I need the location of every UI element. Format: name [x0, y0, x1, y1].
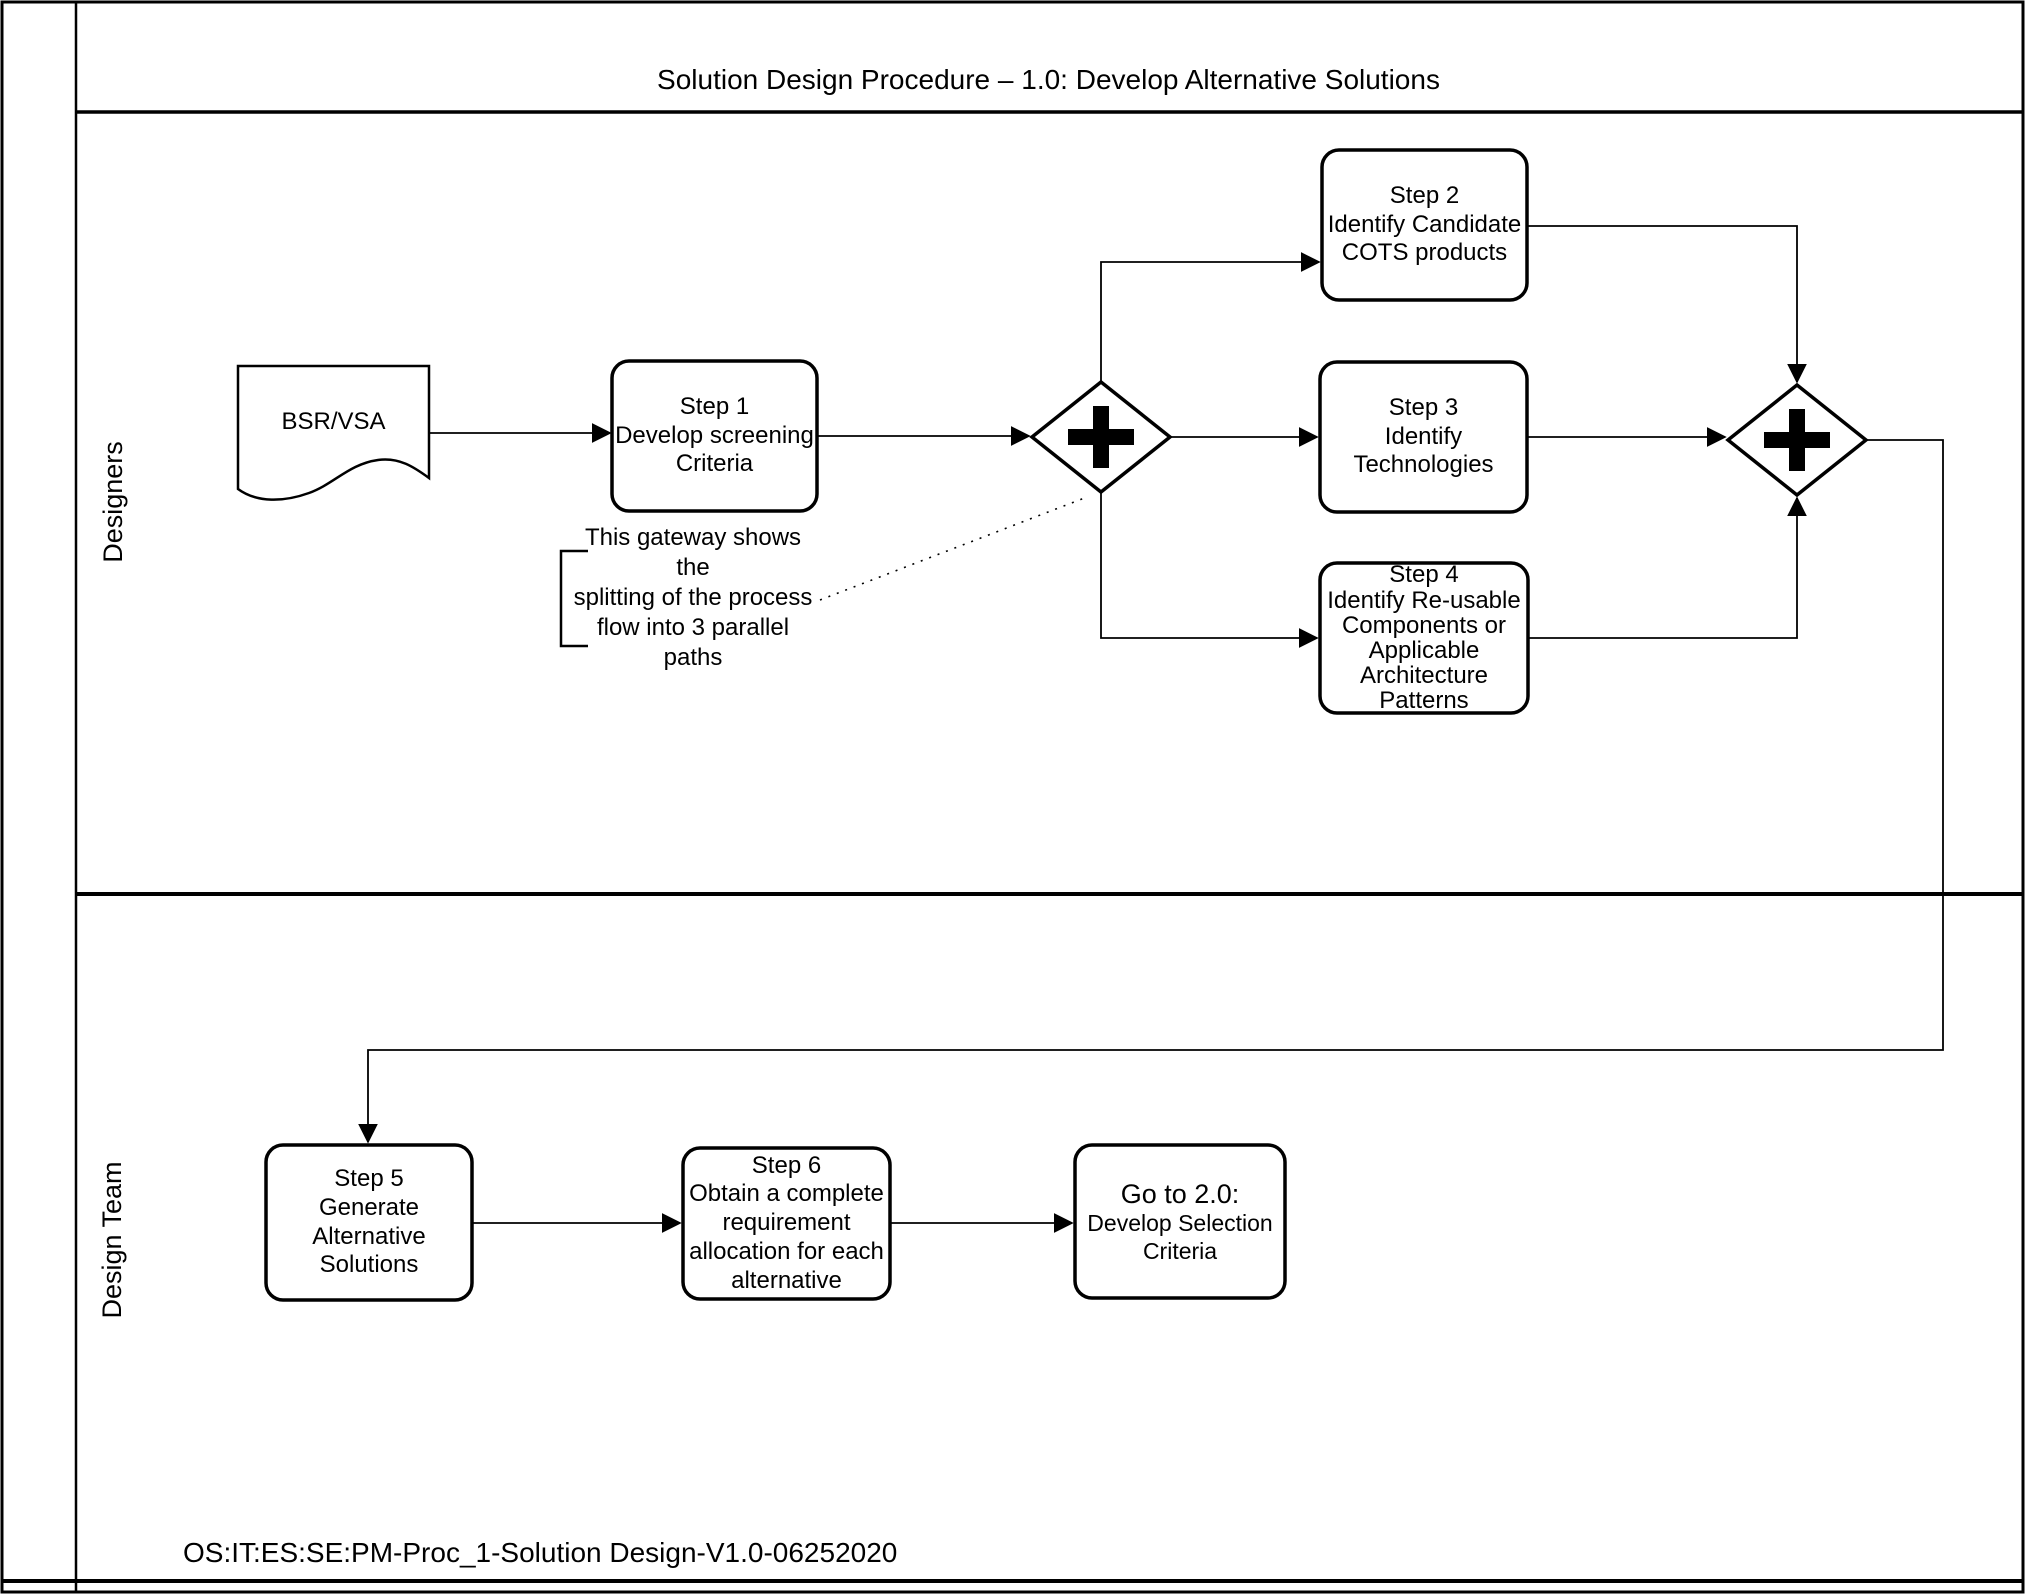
diagram-title: Solution Design Procedure – 1.0: Develop… [657, 64, 1440, 96]
task-step2-label: Step 2 Identify Candidate COTS products [1327, 181, 1522, 267]
task-step3-label: Step 3 Identify Technologies [1353, 393, 1494, 479]
annotation-association-line [819, 496, 1088, 601]
goto-2-0-text: Go to 2.0: Develop Selection Criteria [1083, 1178, 1277, 1266]
flow-step4-to-gateway2 [1527, 496, 1807, 639]
task-step5-label: Step 5 Generate Alternative Solutions [312, 1164, 426, 1279]
lane-label-designers: Designers [97, 441, 128, 563]
plus-icon [1068, 406, 1134, 468]
footer-document-id: OS:IT:ES:SE:PM-Proc_1-Solution Design-V1… [183, 1537, 898, 1568]
task-box-goto-2-0 [1073, 1143, 1287, 1300]
task-step6-label: Step 6 Obtain a complete requirement all… [689, 1151, 884, 1294]
task-step4-label: Step 4 Identify Re-usable Components or … [1327, 561, 1521, 715]
flow-gateway1-to-step2 [1100, 252, 1321, 382]
task-goto-2-0-label: Go to 2.0: Develop Selection Criteria [1083, 1145, 1277, 1298]
annotation-bracket [559, 549, 588, 648]
document-shape-bsr-vsa [236, 364, 431, 501]
flow-step2-to-gateway2 [1527, 225, 1807, 384]
plus-icon [1764, 409, 1830, 471]
flow-gateway1-to-step4 [1100, 492, 1319, 648]
annotation-text: This gateway shows the splitting of the … [573, 524, 813, 671]
goto-2-0-rest: Develop Selection Criteria [1087, 1210, 1273, 1264]
task-box-step2 [1320, 148, 1529, 302]
goto-2-0-prefix: Go to 2.0: [1120, 1178, 1240, 1209]
flow-gateway2-to-step5 [358, 439, 1944, 1144]
lane-label-design-team: Design Team [96, 1161, 127, 1319]
task-step1-label: Step 1 Develop screening Criteria [615, 392, 814, 478]
document-bsr-vsa-label: BSR/VSA [281, 407, 386, 435]
